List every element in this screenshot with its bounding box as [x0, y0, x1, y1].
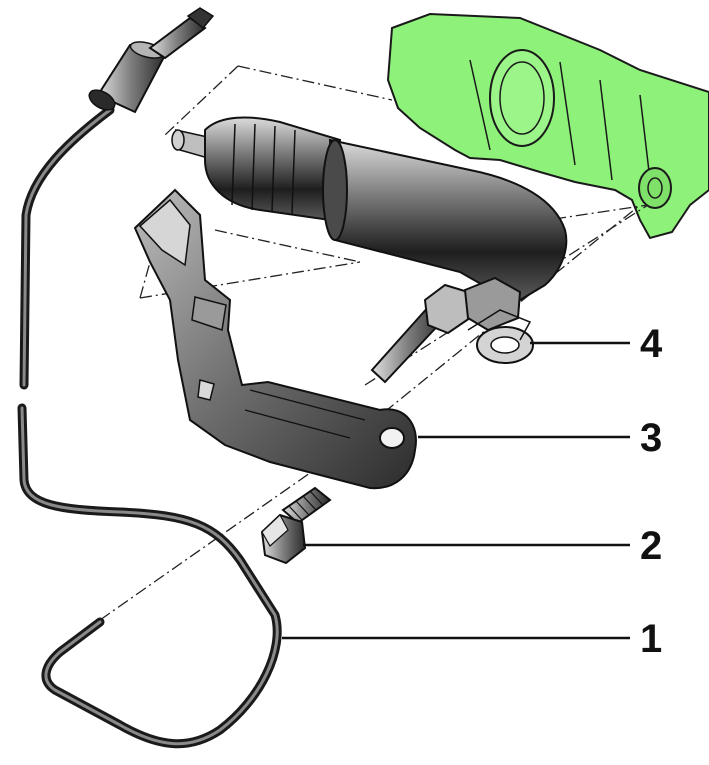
- hydraulic-pipe: [17, 7, 282, 749]
- bolt: [260, 486, 332, 565]
- gearbox-housing: [386, 12, 709, 240]
- mounting-bracket: [133, 188, 417, 490]
- leader-lines: [282, 341, 630, 640]
- slave-cylinder: [171, 116, 568, 384]
- housing-threaded-hole: [638, 167, 672, 209]
- callout-labels: 4 3 2 1: [640, 322, 663, 661]
- callout-3: 3: [640, 416, 662, 460]
- pipe-line: [19, 105, 115, 390]
- callout-4: 4: [640, 322, 663, 366]
- bracket-hole: [379, 427, 405, 449]
- assembly-guide-lines: [99, 65, 649, 621]
- pipe-end-fitting: [88, 7, 215, 114]
- callout-2: 2: [640, 524, 662, 568]
- callout-1: 1: [640, 617, 662, 661]
